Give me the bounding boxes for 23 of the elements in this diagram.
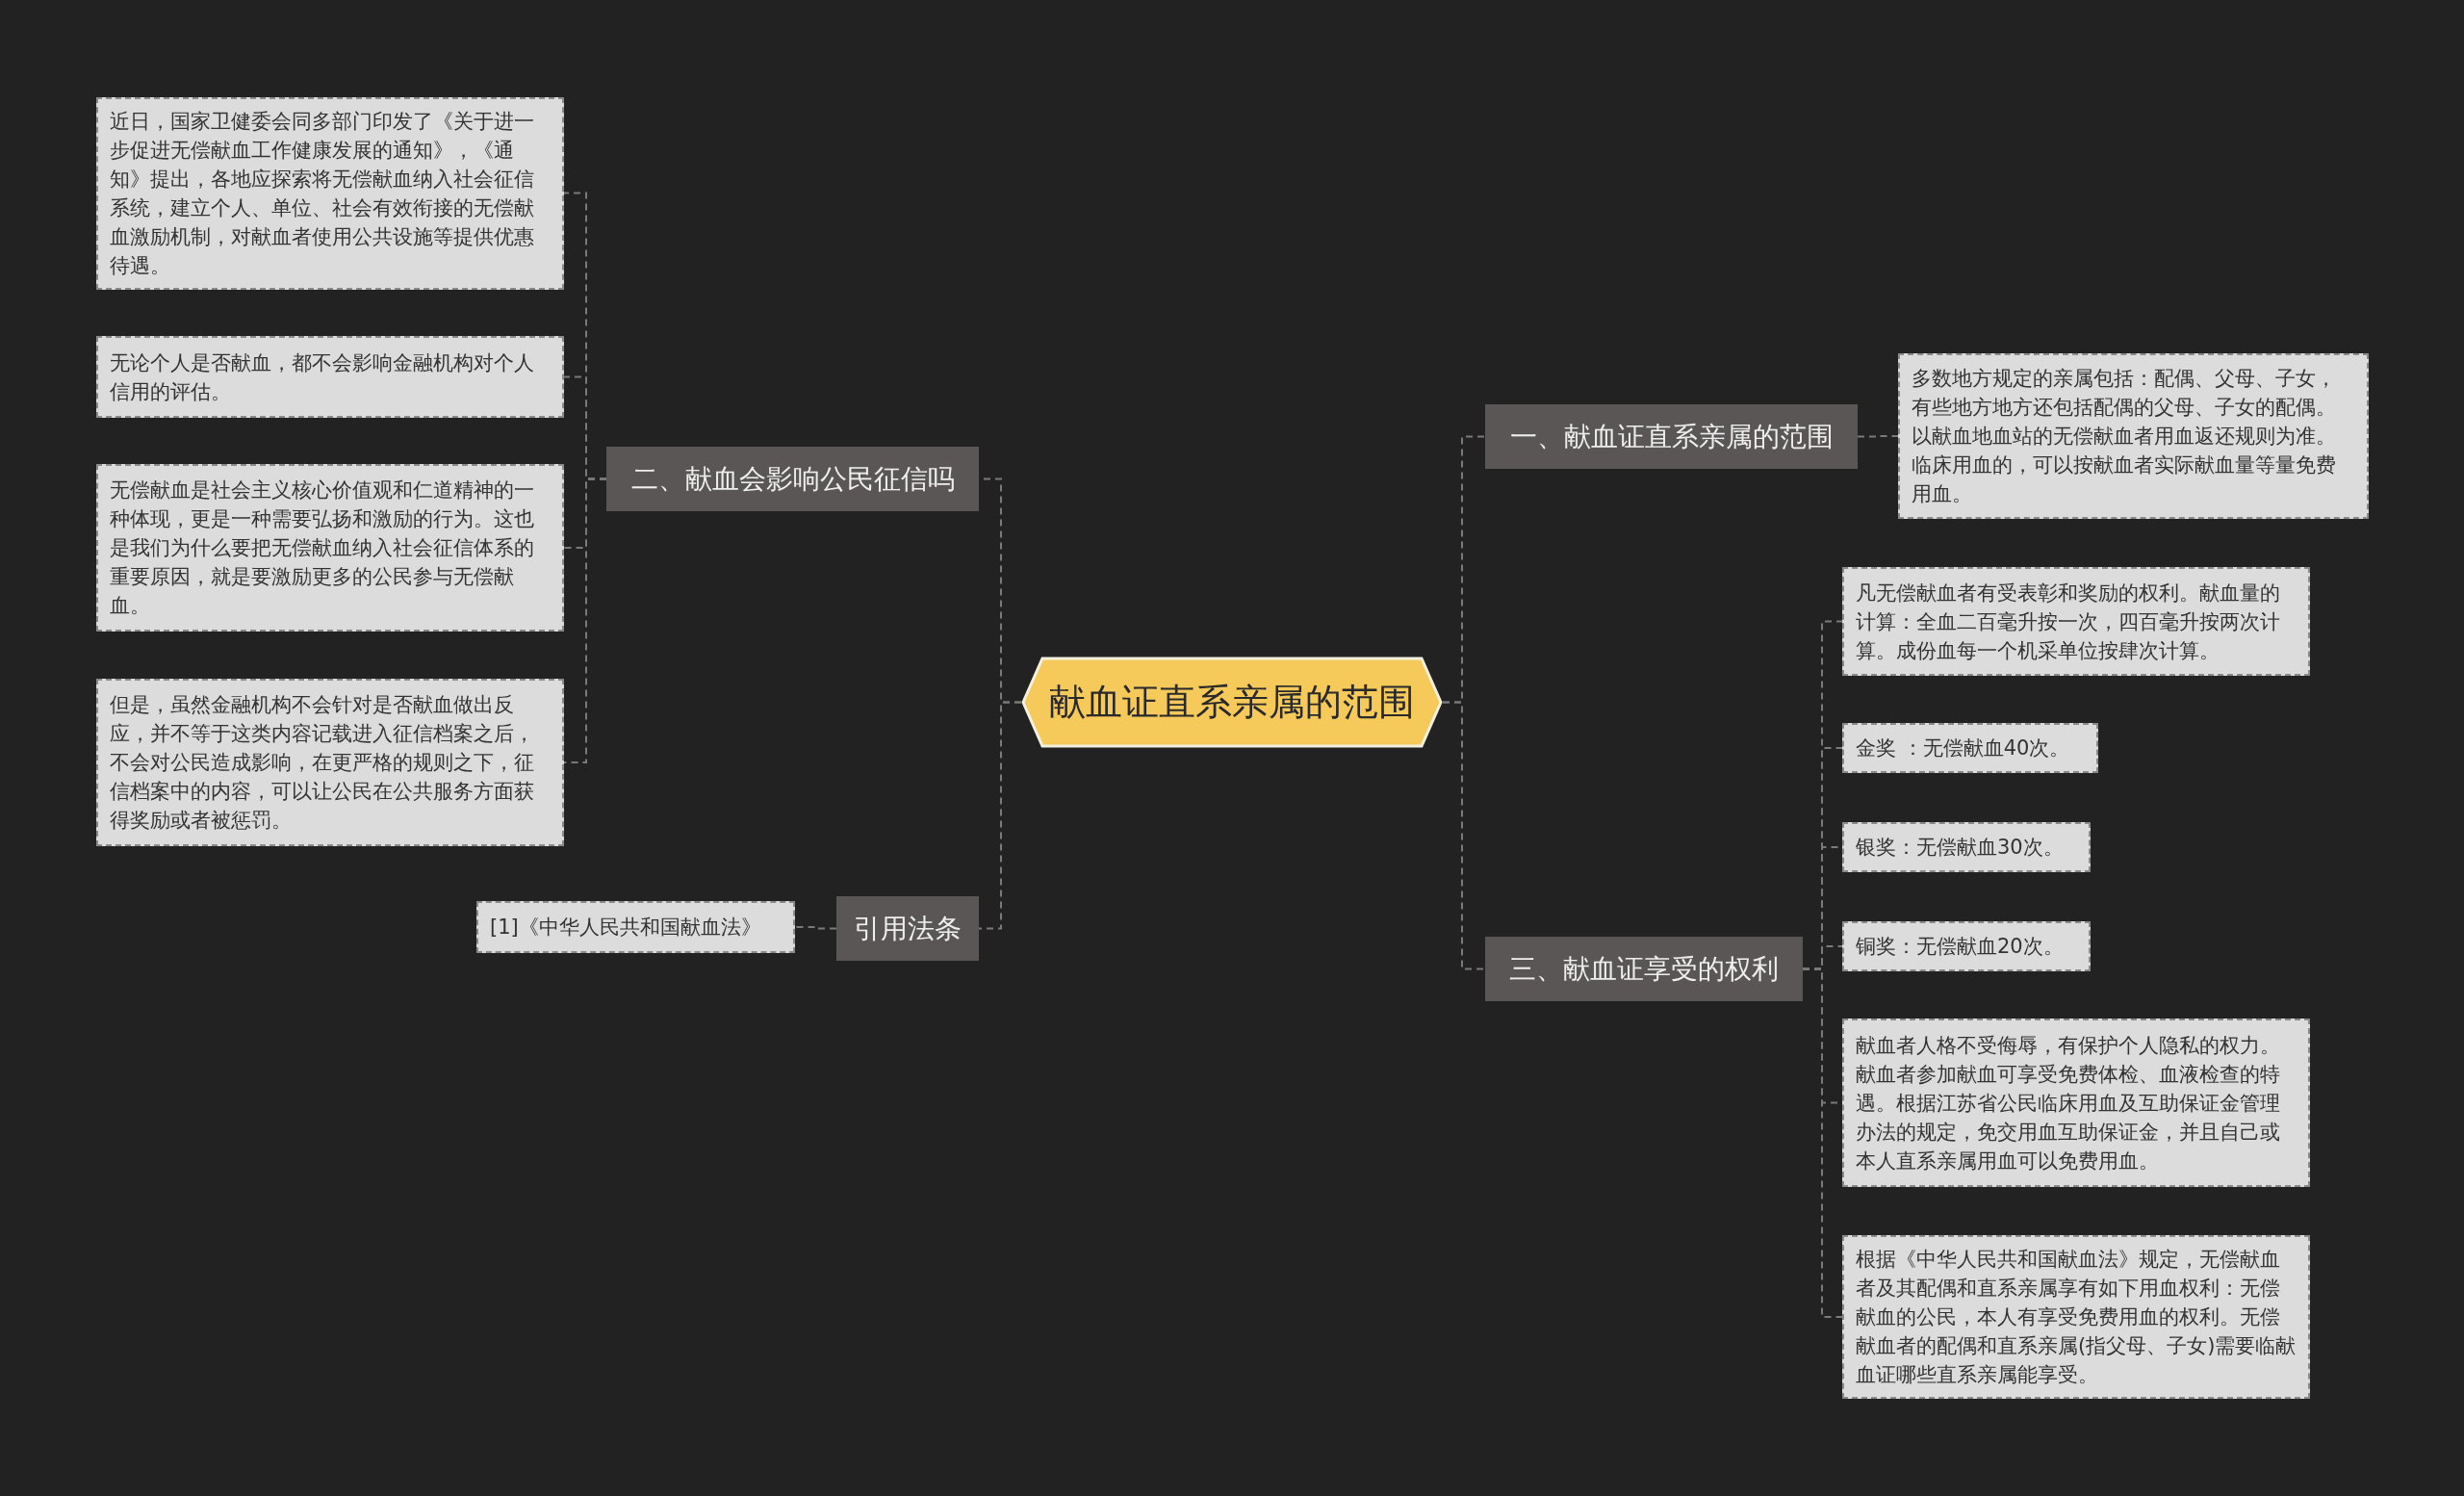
branch-topic: 三、献血证享受的权利 bbox=[1485, 937, 1803, 1001]
topic-title: 献血证直系亲属的范围 bbox=[1049, 680, 1415, 725]
branch-topic: 一、献血证直系亲属的范围 bbox=[1485, 404, 1858, 469]
note-card: 无偿献血是社会主义核心价值观和仁道精神的一种体现，更是一种需要弘扬和激励的行为。这也是我们为什么要把无偿献血纳入社会征信体系的重要原因，就是要激励更多的公民参与无偿献血。 bbox=[96, 464, 564, 632]
central-topic-hexagon bbox=[1021, 657, 1443, 748]
connector-line bbox=[978, 701, 1022, 930]
note-card: 银奖：无偿献血30次。 bbox=[1842, 822, 2091, 872]
note-card: 凡无偿献血者有受表彰和奖励的权利。献血量的计算：全血二百毫升按一次，四百毫升按两次计算。成份血每一个机采单位按肆次计算。 bbox=[1842, 567, 2310, 676]
note-card: 近日，国家卫健委会同多部门印发了《关于进一步促进无偿献血工作健康发展的通知》，《通知》提出，各地应探索将无偿献血纳入社会征信系统，建立个人、单位、社会有效衔接的无偿献血激励机制，对献血者使用公共设施等提供优惠待遇。 bbox=[96, 97, 564, 290]
connector-line bbox=[794, 926, 837, 930]
note-card: 但是，虽然金融机构不会针对是否献血做出反应，并不等于这类内容记载进入征信档案之后，不会对公民造成影响，在更严格的规则之下，征信档案中的内容，可以让公民在公共服务方面获得奖励或者被惩罚。 bbox=[96, 679, 564, 846]
connector-line bbox=[563, 477, 607, 763]
note-card: 献血者人格不受侮辱，有保护个人隐私的权力。献血者参加献血可享受免费体检、血液检查的特遇。根据江苏省公民临床用血及互助保证金管理办法的规定，免交用血互助保证金，并且自己或本人直系亲属用血可以免费用血。 bbox=[1842, 1019, 2310, 1187]
branch-topic: 引用法条 bbox=[836, 896, 979, 961]
note-card: 无论个人是否献血，都不会影响金融机构对个人信用的评估。 bbox=[96, 336, 564, 418]
branch-topic: 二、献血会影响公民征信吗 bbox=[606, 447, 979, 511]
connector-line bbox=[1857, 435, 1899, 438]
note-card: 金奖 ：无偿献血40次。 bbox=[1842, 723, 2098, 773]
note-card: 多数地方规定的亲属包括：配偶、父母、子女，有些地方地方还包括配偶的父母、子女的配偶。以献血地血站的无偿献血者用血返还规则为准。临床用血的，可以按献血者实际献血量等量免费用血。 bbox=[1898, 353, 2369, 519]
note-card: 铜奖：无偿献血20次。 bbox=[1842, 921, 2091, 971]
note-card: 根据《中华人民共和国献血法》规定，无偿献血者及其配偶和直系亲属享有如下用血权利：无偿献血的公民，本人有享受免费用血的权利。无偿献血者的配偶和直系亲属(指父母、子女)需要临献血证哪些直系亲属能享受。 bbox=[1842, 1235, 2310, 1399]
note-card: [1]《中华人民共和国献血法》 bbox=[476, 901, 795, 953]
connector-line bbox=[1442, 701, 1486, 970]
